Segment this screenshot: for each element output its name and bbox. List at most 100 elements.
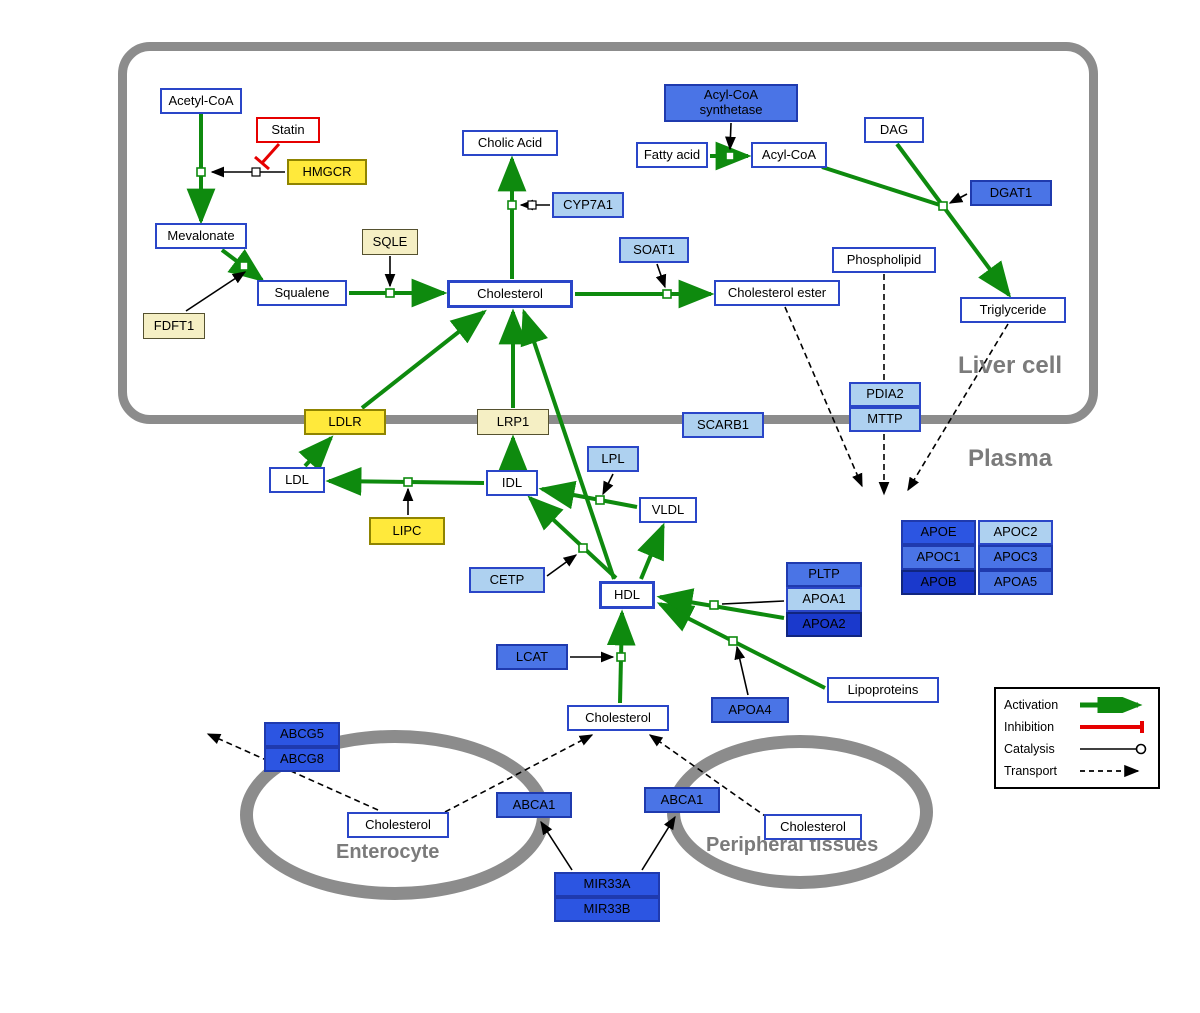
- node-statin[interactable]: Statin: [256, 117, 320, 143]
- node-mttp[interactable]: MTTP: [849, 407, 921, 432]
- node-cholesterol-peripheral[interactable]: Cholesterol: [764, 814, 862, 840]
- legend-transport-label: Transport: [1004, 764, 1058, 778]
- legend-inhibition: Inhibition: [1004, 717, 1150, 737]
- regulation-mir33-abca1-peripheral: [641, 815, 676, 871]
- node-lpl[interactable]: LPL: [587, 446, 639, 472]
- node-cholesterol-plasma[interactable]: Cholesterol: [567, 705, 669, 731]
- node-scarb1[interactable]: SCARB1: [682, 412, 764, 438]
- node-acyl-coa[interactable]: Acyl-CoA: [751, 142, 827, 168]
- reaction-junction: [239, 261, 249, 271]
- transport-enterocyte-cholesterol-plasma: [444, 734, 594, 813]
- node-dag[interactable]: DAG: [864, 117, 924, 143]
- regulation-mir33-abca1-enterocyte: [540, 820, 573, 871]
- reaction-junction: [616, 652, 626, 662]
- node-idl[interactable]: IDL: [486, 470, 538, 496]
- reaction-junction: [709, 600, 719, 610]
- node-squalene[interactable]: Squalene: [257, 280, 347, 306]
- node-phospholipid[interactable]: Phospholipid: [832, 247, 936, 273]
- node-apoa2[interactable]: APOA2: [786, 612, 862, 637]
- catalysis-soat1: [655, 263, 667, 289]
- node-abca1-peripheral[interactable]: ABCA1: [644, 787, 720, 813]
- legend-catalysis: Catalysis: [1004, 739, 1150, 759]
- reaction-junction: [507, 200, 517, 210]
- node-apoa4[interactable]: APOA4: [711, 697, 789, 723]
- activation-junction-triglyceride: [941, 204, 1012, 298]
- node-apoc3[interactable]: APOC3: [978, 545, 1053, 570]
- node-abcg5[interactable]: ABCG5: [264, 722, 340, 747]
- reaction-junction: [725, 151, 735, 161]
- node-cholesterol-liver[interactable]: Cholesterol: [447, 280, 573, 308]
- node-sqle[interactable]: SQLE: [362, 229, 418, 255]
- node-abca1-enterocyte[interactable]: ABCA1: [496, 792, 572, 818]
- node-cholesterol-enterocyte[interactable]: Cholesterol: [347, 812, 449, 838]
- node-fatty-acid[interactable]: Fatty acid: [636, 142, 708, 168]
- plasma-label: Plasma: [968, 445, 1053, 472]
- reaction-junction: [938, 201, 948, 211]
- catalysis-acylcoa-synthetase: [725, 122, 736, 151]
- catalysis-dgat1: [948, 192, 968, 204]
- legend-transport: Transport: [1004, 761, 1150, 781]
- node-abcg8[interactable]: ABCG8: [264, 747, 340, 772]
- activation-arrow-icon: [1080, 697, 1143, 713]
- node-cholic-acid[interactable]: Cholic Acid: [462, 130, 558, 156]
- reaction-junction: [728, 636, 738, 646]
- liver-cell-membrane: [118, 42, 1098, 424]
- node-apoc1[interactable]: APOC1: [901, 545, 976, 570]
- node-cholesterol-ester[interactable]: Cholesterol ester: [714, 280, 840, 306]
- node-triglyceride[interactable]: Triglyceride: [960, 297, 1066, 323]
- node-hdl[interactable]: HDL: [599, 581, 655, 609]
- reaction-junction: [196, 167, 206, 177]
- node-lipc[interactable]: LIPC: [369, 517, 445, 545]
- activation-dag-junction: [895, 142, 945, 208]
- node-lrp1[interactable]: LRP1: [477, 409, 549, 435]
- liver-cell-label: Liver cell: [958, 352, 1063, 379]
- catalysis-cetp: [546, 554, 578, 577]
- node-apob[interactable]: APOB: [901, 570, 976, 595]
- node-pdia2[interactable]: PDIA2: [849, 382, 921, 407]
- node-apoe[interactable]: APOE: [901, 520, 976, 545]
- transport-dashed-arrow-icon: [1080, 764, 1140, 778]
- reaction-junction: [403, 477, 413, 487]
- node-acyl-coa-synthetase[interactable]: Acyl-CoA synthetase: [664, 84, 798, 122]
- legend: Activation Inhibition Catalysis Transpor…: [994, 687, 1160, 789]
- reaction-junction: [385, 288, 395, 298]
- enterocyte-label: Enterocyte: [336, 841, 440, 863]
- node-apoc2[interactable]: APOC2: [978, 520, 1053, 545]
- activation-ldlr-cholesterol: [360, 309, 487, 410]
- node-pltp[interactable]: PLTP: [786, 562, 862, 587]
- node-fdft1[interactable]: FDFT1: [143, 313, 205, 339]
- node-hmgcr[interactable]: HMGCR: [287, 159, 367, 185]
- transport-peripheral-cholesterol-plasma: [648, 734, 769, 819]
- inhibition-tbar-icon: [1080, 721, 1144, 733]
- node-soat1[interactable]: SOAT1: [619, 237, 689, 263]
- node-vldl[interactable]: VLDL: [639, 497, 697, 523]
- activation-hdl-vldl: [637, 522, 665, 580]
- node-cetp[interactable]: CETP: [469, 567, 545, 593]
- reaction-junction: [578, 543, 588, 553]
- node-ldl[interactable]: LDL: [269, 467, 325, 493]
- activation-vldl-idl: [538, 480, 638, 510]
- node-mir33a[interactable]: MIR33A: [554, 872, 660, 897]
- legend-activation: Activation: [1004, 695, 1150, 715]
- node-cyp7a1[interactable]: CYP7A1: [552, 192, 624, 218]
- node-apoa5[interactable]: APOA5: [978, 570, 1053, 595]
- node-dgat1[interactable]: DGAT1: [970, 180, 1052, 206]
- transport-cholesterolester-plasma: [784, 306, 863, 488]
- catalysis-apoa1-group: [721, 600, 785, 605]
- node-acetyl-coa[interactable]: Acetyl-CoA: [160, 88, 242, 114]
- catalysis-fdft1: [185, 271, 247, 312]
- activation-hdl-cholesterol-liver: [520, 308, 616, 580]
- activation-acylcoa-junction: [821, 165, 944, 208]
- node-apoa1[interactable]: APOA1: [786, 587, 862, 612]
- node-lipoproteins[interactable]: Lipoproteins: [827, 677, 939, 703]
- node-mir33b[interactable]: MIR33B: [554, 897, 660, 922]
- node-mevalonate[interactable]: Mevalonate: [155, 223, 247, 249]
- node-lcat[interactable]: LCAT: [496, 644, 568, 670]
- node-ldlr[interactable]: LDLR: [304, 409, 386, 435]
- legend-inhibition-label: Inhibition: [1004, 720, 1055, 734]
- activation-ldl-ldlr: [298, 435, 334, 472]
- reaction-junction: [662, 289, 672, 299]
- inhibition-statin-tbar: [254, 155, 270, 171]
